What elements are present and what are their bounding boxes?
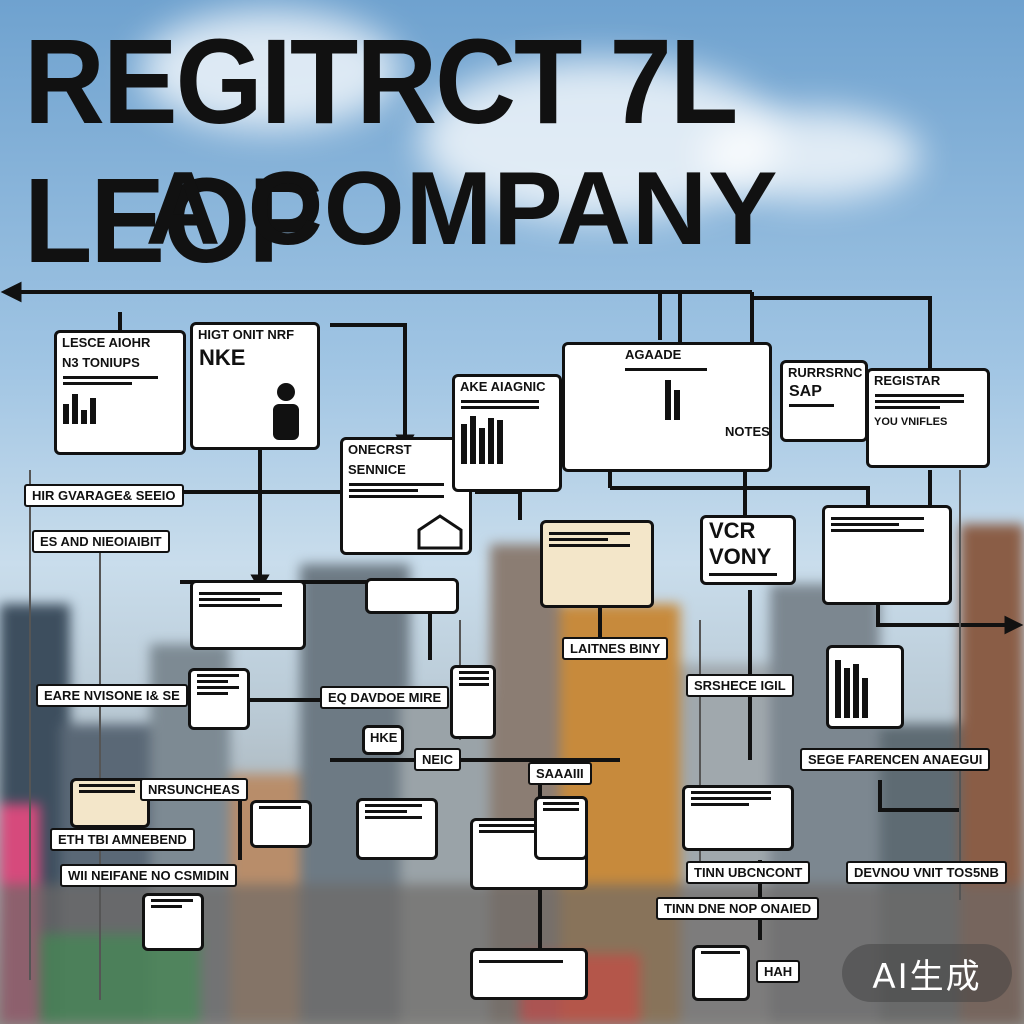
- diagram-node: [822, 505, 952, 605]
- diagram-label: DEVNOU VNIT TOS5NB: [846, 861, 1007, 884]
- diagram-node: AGAADE NOTES: [562, 342, 772, 472]
- diagram-node: [540, 520, 654, 608]
- diagram-label: TINN UBCNCONT: [686, 861, 811, 884]
- node-heading: VCR VONY: [709, 518, 772, 569]
- diagram-label: WII NEIFANE NO CSMIDIN: [60, 864, 238, 887]
- node-heading: [473, 951, 585, 957]
- node-body: SAP: [789, 383, 822, 400]
- diagram-node: [250, 800, 312, 848]
- diagram-node: HKE: [362, 725, 404, 755]
- diagram-node: LESCE AIOHR N3 TONIUPS: [54, 330, 186, 455]
- node-body: SENNICE: [348, 462, 406, 477]
- connector: [475, 490, 522, 520]
- node-body: N3 TONIUPS: [62, 355, 140, 370]
- node-heading: AGAADE: [625, 347, 682, 362]
- diagram-node: [470, 948, 588, 1000]
- node-heading: ONECRST: [348, 442, 412, 457]
- arrow-head: [1004, 615, 1024, 635]
- diagram-node: VCR VONY: [700, 515, 796, 585]
- watermark-badge: AI生成: [842, 944, 1012, 1002]
- node-heading: HKE: [370, 730, 398, 745]
- connector: [752, 296, 932, 370]
- diagram-node: [682, 785, 794, 851]
- diagram-label: SRSHECE IGIL: [686, 674, 794, 697]
- arrow-head: [0, 281, 22, 303]
- diagram-label: ETH TBI AMNEBEND: [50, 828, 195, 851]
- diagram-label: ES AND NIEOIAIBIT: [32, 530, 170, 553]
- diagram-label: NRSUNCHEAS: [140, 778, 248, 801]
- diagram-label: HAH: [756, 960, 801, 983]
- diagram-node: HIGT ONIT NRF NKE: [190, 322, 320, 450]
- diagram-label: SEGE FARENCEN ANAEGUI: [800, 748, 991, 771]
- node-body: NOTES: [725, 424, 770, 439]
- diagram-title-line-2: A COMPANY: [145, 151, 779, 267]
- diagram-node: RURRSRNC SAP: [780, 360, 868, 442]
- node-heading: [368, 581, 456, 587]
- diagram-node: [534, 796, 588, 860]
- connector: [876, 595, 1016, 627]
- diagram-node: ONECRST SENNICE: [340, 437, 472, 555]
- diagram-label: LAITNES BINY: [562, 637, 669, 660]
- cloud: [700, 110, 920, 200]
- diagram-label: EQ DAVDOE MIRE: [320, 686, 450, 709]
- diagram-node: [692, 945, 750, 1001]
- diagram-node: [70, 778, 150, 828]
- diagram-title-line-1: REGITRCT 7L LEOP: [24, 13, 736, 289]
- node-body: YOU VNIFLES: [874, 416, 948, 428]
- node-heading: REGISTAR: [874, 373, 941, 388]
- diagram-node: [142, 893, 204, 951]
- diagram-node: AKE AIAGNIC: [452, 374, 562, 492]
- house-icon: [417, 514, 463, 550]
- cloud: [140, 10, 400, 130]
- diagram-label: SAAAIII: [528, 762, 592, 785]
- node-heading: RURRSRNC: [788, 365, 863, 380]
- node-body: NKE: [199, 345, 246, 370]
- node-heading: AKE AIAGNIC: [460, 379, 546, 394]
- diagram-node: [826, 645, 904, 729]
- diagram-label: HIR GVARAGE& SEEIO: [24, 484, 184, 507]
- diagram-label: EARE NVISONE I& SE: [36, 684, 188, 707]
- diagram-node: [356, 798, 438, 860]
- diagram-label: NEIC: [414, 748, 462, 771]
- connector: [878, 780, 960, 812]
- person-icon: [273, 383, 299, 440]
- node-heading: HIGT ONIT NRF: [198, 327, 295, 342]
- node-heading: [543, 523, 651, 529]
- node-heading: [193, 583, 303, 589]
- diagram-node: [188, 668, 250, 730]
- city-background: [0, 464, 1024, 1024]
- diagram-node: [450, 665, 496, 739]
- node-heading: LESCE AIOHR: [62, 335, 151, 350]
- diagram-node: REGISTAR YOU VNIFLES: [866, 368, 990, 468]
- diagram-node: [190, 580, 306, 650]
- diagram-node: [365, 578, 459, 614]
- node-heading: [825, 508, 949, 514]
- connector: [330, 323, 407, 440]
- diagram-label: TINN DNE NOP ONAIED: [656, 897, 820, 920]
